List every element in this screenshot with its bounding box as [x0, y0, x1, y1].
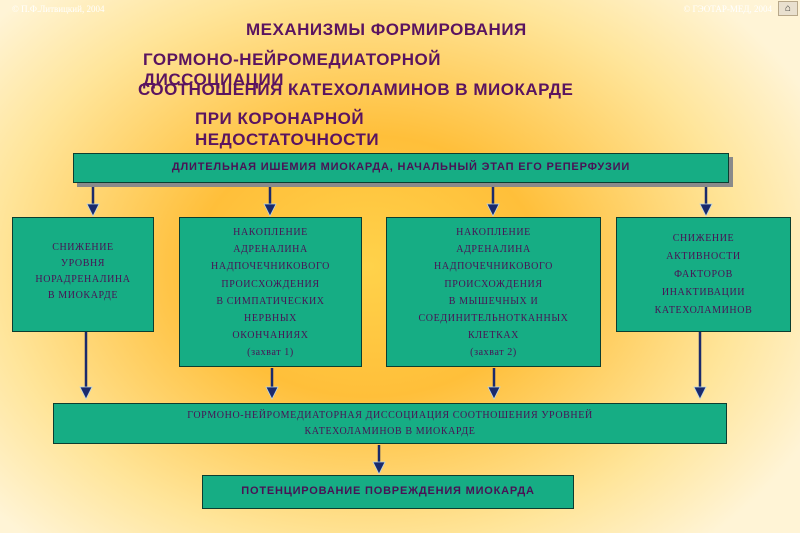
home-icon[interactable]: ⌂ [778, 1, 798, 16]
box-ischemia-label: ДЛИТЕЛЬНАЯ ИШЕМИЯ МИОКАРДА, НАЧАЛЬНЫЙ ЭТ… [171, 161, 631, 173]
box-line: НАДПОЧЕЧНИКОВОГО [434, 261, 553, 273]
arrowhead [487, 386, 501, 400]
box-line: АДРЕНАЛИНА [233, 244, 308, 256]
title-line-3: ДИССОЦИАЦИИ [143, 70, 284, 89]
box-line: (захват 1) [247, 347, 294, 359]
box-ischemia: ДЛИТЕЛЬНАЯ ИШЕМИЯ МИОКАРДА, НАЧАЛЬНЫЙ ЭТ… [73, 153, 729, 183]
arrowhead [372, 461, 386, 475]
box-line: СНИЖЕНИЕ [672, 233, 735, 244]
box-line: КАТЕХОЛАМИНОВ [654, 305, 753, 316]
box-line: ФАКТОРОВ [674, 269, 733, 280]
box-line: НАДПОЧЕЧНИКОВОГО [211, 261, 330, 273]
arrowhead [693, 386, 707, 400]
box-line: ОКОНЧАНИЯХ [232, 330, 309, 342]
box-line: НАКОПЛЕНИЕ [233, 227, 308, 238]
arrowhead [79, 386, 93, 400]
title-line-4: СООТНОШЕНИЯ КАТЕХОЛАМИНОВ В МИОКАРДЕ [138, 80, 574, 99]
box-line: АДРЕНАЛИНА [456, 244, 531, 256]
box-line: КАТЕХОЛАМИНОВ В МИОКАРДЕ [304, 426, 476, 437]
copyright-left: © П.Ф.Литвицкий, 2004 [12, 4, 105, 14]
arrowhead [486, 203, 500, 217]
arrowhead [86, 203, 100, 217]
box-line: СОЕДИНИТЕЛЬНОТКАННЫХ [418, 313, 569, 325]
box-line: ИНАКТИВАЦИИ [661, 287, 746, 298]
box-potentiation-label: ПОТЕНЦИРОВАНИЕ ПОВРЕЖДЕНИЯ МИОКАРДА [241, 485, 535, 497]
arrowhead [265, 386, 279, 400]
box-line: ПРОИСХОЖДЕНИЯ [444, 278, 543, 290]
box-line: НЕРВНЫХ [244, 313, 297, 325]
box-line: НОРАДРЕНАЛИНА [35, 274, 131, 285]
box-line: В МЫШЕЧНЫХ И [448, 295, 539, 307]
box-line: ГОРМОНО-НЕЙРОМЕДИАТОРНАЯ ДИССОЦИАЦИЯ СОО… [187, 410, 593, 421]
box-potentiation: ПОТЕНЦИРОВАНИЕ ПОВРЕЖДЕНИЯ МИОКАРДА [202, 475, 574, 509]
box-line: ПРОИСХОЖДЕНИЯ [221, 278, 320, 290]
copyright-right: © ГЭОТАР-МЕД, 2004 [683, 4, 772, 14]
box-line: (захват 2) [470, 347, 517, 359]
box-line: КЛЕТКАХ [468, 330, 519, 342]
arrowhead [699, 203, 713, 217]
box-norepinephrine-decrease: СНИЖЕНИЕ УРОВНЯ НОРАДРЕНАЛИНА В МИОКАРДЕ [12, 217, 154, 332]
box-line: СНИЖЕНИЕ [52, 242, 114, 253]
box-adrenaline-muscle: НАКОПЛЕНИЕ АДРЕНАЛИНА НАДПОЧЕЧНИКОВОГО П… [386, 217, 601, 367]
title-line-1: МЕХАНИЗМЫ ФОРМИРОВАНИЯ [246, 20, 527, 39]
box-adrenaline-sympathetic: НАКОПЛЕНИЕ АДРЕНАЛИНА НАДПОЧЕЧНИКОВОГО П… [179, 217, 362, 367]
box-line: НАКОПЛЕНИЕ [456, 227, 531, 238]
box-line: В МИОКАРДЕ [47, 290, 119, 301]
title-line-5: ПРИ КОРОНАРНОЙ [195, 109, 365, 128]
arrowhead [263, 203, 277, 217]
box-line: УРОВНЯ [60, 258, 106, 269]
box-line: АКТИВНОСТИ [666, 251, 741, 262]
box-line: В СИМПАТИЧЕСКИХ [216, 295, 325, 307]
title-line-6: НЕДОСТАТОЧНОСТИ [195, 130, 380, 149]
title-line-2: ГОРМОНО-НЕЙРОМЕДИАТОРНОЙ [143, 50, 441, 69]
box-dissociation: ГОРМОНО-НЕЙРОМЕДИАТОРНАЯ ДИССОЦИАЦИЯ СОО… [53, 403, 727, 444]
box-inactivation-decrease: СНИЖЕНИЕ АКТИВНОСТИ ФАКТОРОВ ИНАКТИВАЦИИ… [616, 217, 791, 332]
